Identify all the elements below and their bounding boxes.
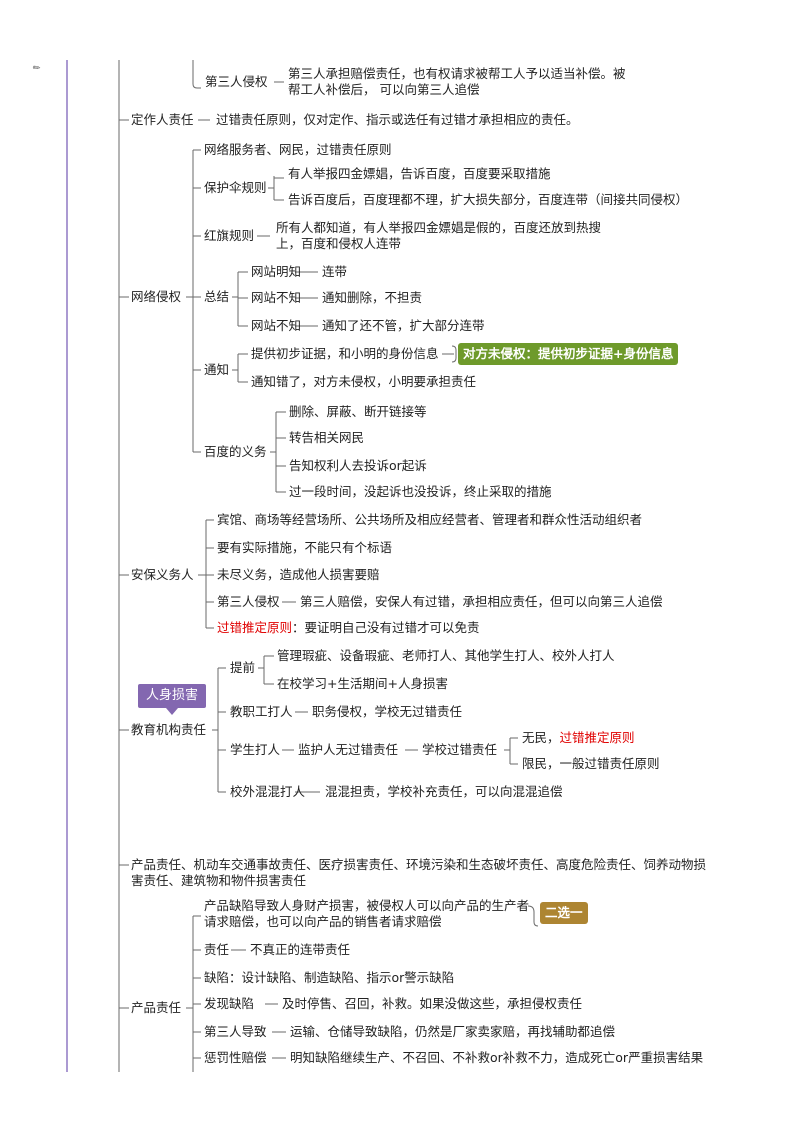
third-party-text: 第三人承担赔偿责任，也有权请求被帮工人予以适当补偿。被帮工人补偿后， 可以向第三…: [288, 66, 626, 97]
summary-label: 总结: [204, 289, 230, 304]
staff-text: 职务侵权，学校无过错责任: [312, 704, 463, 719]
punitive-text: 明知缺陷继续生产、不召回、不补救or补救不力，造成死亡or严重损害结果: [290, 1050, 704, 1065]
network-label: 网络侵权: [131, 289, 182, 304]
student-mid: 监护人无过错责任: [298, 742, 399, 757]
baidu-label: 百度的义务: [204, 444, 267, 459]
student-mid2: 学校过错责任: [422, 742, 498, 757]
notice-label: 通知: [204, 362, 230, 377]
dingzuo-text: 过错责任原则，仅对定作、指示或选任有过错才承担相应的责任。: [216, 112, 579, 127]
product-list: 产品责任、机动车交通事故责任、医疗损害责任、环境污染和生态破坏责任、高度危险责任…: [131, 857, 707, 888]
security-third-label: 第三人侵权: [217, 594, 280, 609]
umbrella-label: 保护伞规则: [204, 180, 267, 195]
summary-key: 网站不知: [251, 318, 302, 333]
redflag-text: 所有人都知道，有人举报四金嫖娼是假的，百度还放到热搜上，百度和侵权人连带: [276, 220, 602, 251]
choose-badge: 二选一: [540, 902, 588, 924]
notice-badge: 对方未侵权：提供初步证据+身份信息: [458, 343, 679, 365]
security-fault: 过错推定原则：要证明自己没有过错才可以免责: [217, 620, 480, 636]
summary-value: 通知了还不管，扩大部分连带: [322, 318, 485, 333]
outsider-text: 混混担责，学校补充责任，可以向混混追偿: [325, 784, 563, 799]
summary-value: 连带: [322, 264, 348, 279]
notice-item: 通知错了，对方未侵权，小明要承担责任: [251, 374, 477, 389]
product-third-text: 运输、仓储导致缺陷，仍然是厂家卖家赔，再找辅助都追偿: [290, 1024, 616, 1039]
summary-key: 网站明知: [251, 264, 302, 279]
defect-types: 缺陷：设计缺陷、制造缺陷、指示or警示缺陷: [204, 970, 455, 985]
outsider-label: 校外混混打人: [230, 784, 306, 799]
dingzuo-label: 定作人责任: [131, 112, 194, 127]
summary-key: 网站不知: [251, 290, 302, 305]
product-third-label: 第三人导致: [204, 1024, 267, 1039]
student-wumin: 无民，过错推定原则: [522, 730, 635, 746]
education-callout: 人身损害: [138, 684, 207, 715]
wumin-text: 无民，: [522, 730, 560, 745]
premise-item: 管理瑕疵、设备瑕疵、老师打人、其他学生打人、校外人打人: [277, 648, 615, 663]
product-label: 产品责任: [131, 1000, 182, 1015]
education-label: 教育机构责任: [131, 722, 207, 737]
security-item: 未尽义务，造成他人损害要赔: [217, 567, 380, 582]
redflag-label: 红旗规则: [204, 228, 255, 243]
network-service: 网络服务者、网民，过错责任原则: [204, 142, 392, 157]
punitive-label: 惩罚性赔偿: [204, 1050, 267, 1065]
security-label: 安保义务人: [131, 567, 194, 582]
third-party-label: 第三人侵权: [205, 74, 268, 89]
product-defect: 产品缺陷导致人身财产损害，被侵权人可以向产品的生产者请求赔偿，也可以向产品的销售…: [204, 898, 530, 929]
umbrella-item: 告诉百度后，百度理都不理，扩大损失部分，百度连带（间接共同侵权）: [288, 192, 689, 207]
baidu-item: 删除、屏蔽、断开链接等: [289, 404, 427, 419]
student-xianmin: 限民，一般过错责任原则: [522, 756, 660, 771]
fault-rest: ：要证明自己没有过错才可以免责: [292, 620, 480, 635]
security-third-text: 第三人赔偿，安保人有过错，承担相应责任，但可以向第三人追偿: [300, 594, 663, 609]
premise-item: 在校学习+生活期间+人身损害: [277, 676, 448, 691]
found-text: 及时停售、召回，补救。如果没做这些，承担侵权责任: [282, 996, 583, 1011]
baidu-item: 过一段时间，没起诉也没投诉，终止采取的措施: [289, 484, 552, 499]
liability-label: 责任: [204, 942, 230, 957]
fault-principle: 过错推定原则: [217, 620, 293, 635]
staff-label: 教职工打人: [230, 704, 293, 719]
student-label: 学生打人: [230, 742, 281, 757]
security-item: 要有实际措施，不能只有个标语: [217, 540, 393, 555]
wumin-principle: 过错推定原则: [559, 730, 635, 745]
baidu-item: 告知权利人去投诉or起诉: [289, 458, 427, 473]
premise-label: 提前: [230, 660, 256, 675]
umbrella-item: 有人举报四金嫖娼，告诉百度，百度要采取措施: [288, 166, 551, 181]
found-label: 发现缺陷: [204, 996, 255, 1011]
security-item: 宾馆、商场等经营场所、公共场所及相应经营者、管理者和群众性活动组织者: [217, 512, 643, 527]
liability-text: 不真正的连带责任: [250, 942, 351, 957]
baidu-item: 转告相关网民: [289, 430, 365, 445]
summary-value: 通知删除，不担责: [322, 290, 423, 305]
notice-item: 提供初步证据，和小明的身份信息: [251, 346, 439, 361]
